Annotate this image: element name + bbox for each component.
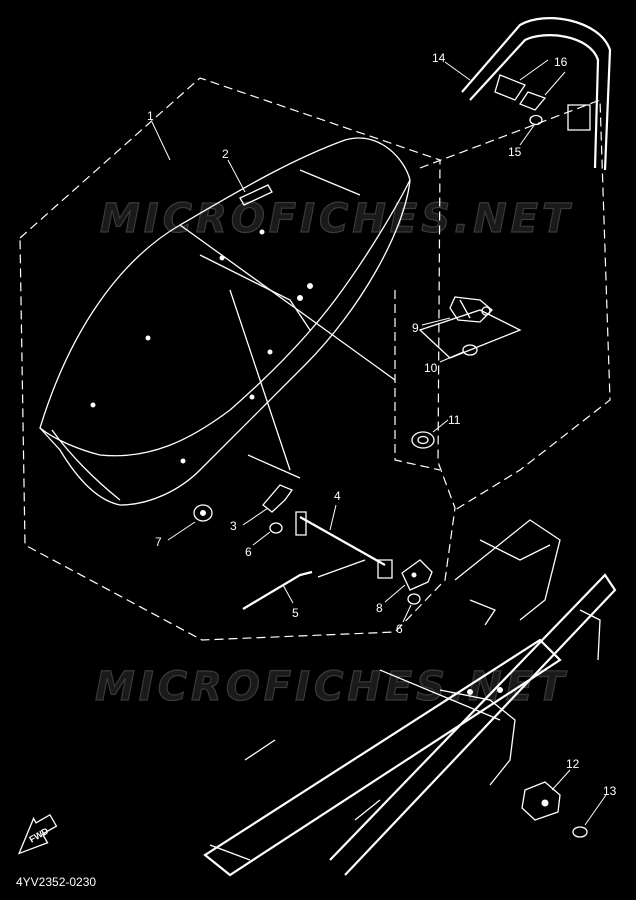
forward-direction-arrow: FWD — [17, 813, 58, 855]
part-label-15: 15 — [508, 145, 522, 159]
seat-assembly-boundary — [19, 77, 456, 641]
part-label-1: 1 — [147, 109, 154, 123]
part-10-nut — [462, 344, 478, 356]
part-label-12: 12 — [566, 757, 580, 771]
part-label-16: 16 — [554, 55, 568, 69]
seat — [39, 137, 411, 506]
part-label-9: 9 — [412, 321, 419, 335]
part-label-5: 5 — [292, 606, 299, 620]
rear-assembly-boundary — [419, 99, 611, 511]
rear-frame — [203, 519, 617, 877]
drawing-code: 4YV2352-0230 — [16, 875, 96, 889]
part-label-4: 4 — [334, 489, 341, 503]
part-5-cable — [242, 559, 366, 610]
fastener-area-boundary — [394, 290, 441, 471]
part-label-11: 11 — [448, 413, 461, 427]
part-13-bolt — [572, 826, 588, 838]
part-label-3: 3 — [230, 519, 237, 533]
part-label-2: 2 — [222, 147, 229, 161]
part-label-10: 10 — [424, 361, 438, 375]
part-2-bracket — [239, 184, 273, 206]
part-4-rod — [295, 511, 393, 579]
part-12-clamp — [521, 781, 561, 821]
part-6-screw-b — [407, 593, 421, 605]
part-8-lock — [401, 559, 433, 591]
part-label-13: 13 — [603, 784, 617, 798]
grab-bar — [461, 17, 612, 171]
part-label-6a: 6 — [245, 545, 252, 559]
part-label-7: 7 — [155, 535, 162, 549]
watermark-top: MICROFICHES.NET — [100, 196, 573, 242]
part-label-8: 8 — [376, 601, 383, 615]
part-6-screw-a — [269, 522, 283, 534]
part-label-6b: 6 — [396, 622, 403, 636]
fastener-plate-outline — [418, 309, 522, 359]
part-label-14: 14 — [432, 51, 446, 65]
part-7-grommet — [193, 504, 213, 522]
part-3-hook — [247, 454, 301, 513]
watermark-bottom: MICROFICHES.NET — [95, 664, 568, 710]
part-11-damper — [411, 431, 435, 449]
